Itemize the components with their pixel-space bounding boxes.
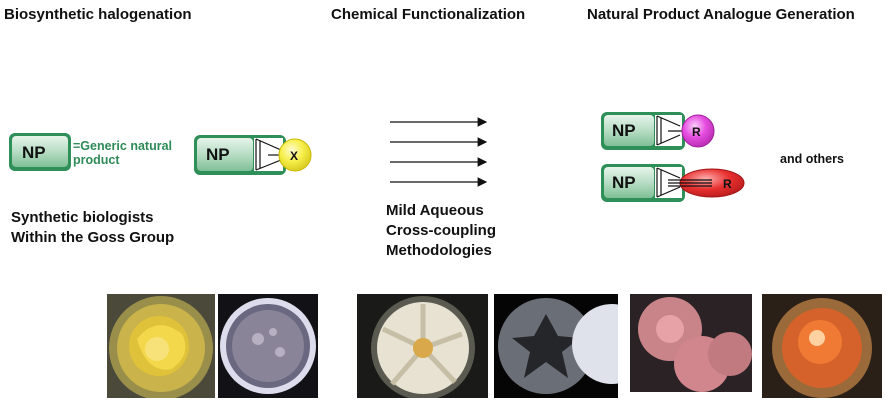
heading-analogue-generation: Natural Product Analogue Generation	[587, 6, 855, 23]
heading-biosynthetic-halogenation: Biosynthetic halogenation	[4, 6, 192, 23]
halogen-x-label: X	[290, 149, 298, 163]
analogue-magenta: NP R	[601, 112, 715, 150]
culture-photo-yellow	[107, 294, 215, 398]
culture-photo-dark	[494, 294, 618, 398]
np-legend-box: NP	[9, 133, 71, 171]
caption-synthetic-biologists: Synthetic biologists Within the Goss Gro…	[11, 209, 175, 246]
analogue-2-np-label: NP	[612, 173, 636, 192]
culture-photo-grey	[218, 294, 318, 398]
culture-photo-white-star	[357, 294, 488, 398]
and-others-label: and others	[780, 152, 844, 166]
caption-cross-coupling: Mild Aqueous Cross-coupling Methodologie…	[386, 202, 497, 259]
halogenated-np-label: NP	[206, 145, 230, 164]
culture-photo-orange	[762, 294, 882, 398]
np-definition: =Generic natural product	[73, 139, 172, 167]
np-legend-label: NP	[22, 143, 46, 162]
culture-photo-pink	[630, 294, 752, 392]
analogue-red-alkyne: NP R	[601, 164, 745, 202]
reaction-arrows	[390, 117, 488, 187]
heading-chemical-functionalization: Chemical Functionalization	[331, 6, 526, 23]
analogue-1-np-label: NP	[612, 121, 636, 140]
analogue-1-r-label: R	[692, 125, 701, 139]
analogue-2-r-label: R	[723, 177, 732, 191]
halogenated-np: NP X	[194, 135, 312, 175]
